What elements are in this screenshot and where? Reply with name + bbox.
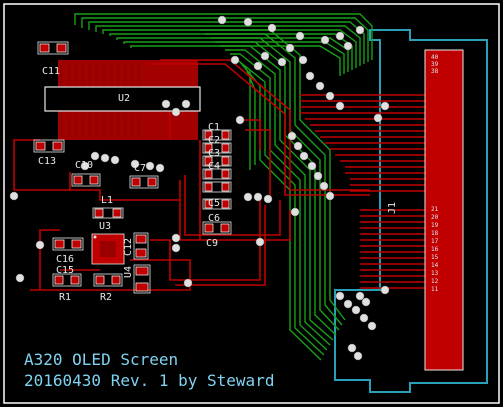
pin-number: 15 [431, 254, 439, 261]
ref-c4: C4 [208, 161, 220, 172]
board-outline [3, 3, 500, 404]
ref-c5: C5 [208, 198, 220, 209]
ref-c6: C6 [208, 213, 220, 224]
u2-ic [44, 60, 201, 140]
ref-c12: C12 [123, 238, 134, 256]
ref-c3: C3 [208, 148, 220, 159]
ref-c16: C16 [56, 254, 74, 265]
vias [9, 15, 390, 361]
pin-number: 21 [431, 206, 439, 213]
pin-number: 14 [431, 262, 439, 269]
ref-c11: C11 [42, 66, 60, 77]
pin-number: 39 [431, 61, 439, 68]
connector-pin-numbers: 40 39 38 21 20 19 18 17 16 15 14 13 12 1… [431, 54, 439, 293]
ref-u2: U2 [118, 93, 130, 104]
u3-ic [91, 233, 125, 265]
ref-j1: J1 [387, 202, 398, 214]
board-title-line-1: A320 OLED Screen [24, 350, 178, 369]
connector-outline [334, 29, 488, 393]
ref-c1: C1 [208, 122, 220, 133]
ref-r2: R2 [100, 292, 112, 303]
board-title-line-2: 20160430 Rev. 1 by Steward [24, 371, 274, 390]
component-pads [33, 41, 232, 294]
pin-number: 11 [431, 286, 439, 293]
ref-c2: C2 [208, 135, 220, 146]
ref-c9: C9 [206, 238, 218, 249]
pin-number: 16 [431, 246, 439, 253]
j1-connector [424, 49, 464, 371]
pin-number: 13 [431, 270, 439, 277]
pin-number: 12 [431, 278, 439, 285]
pin-number: 38 [431, 68, 439, 75]
pin-number: 17 [431, 238, 439, 245]
ref-c7: C7 [134, 163, 146, 174]
ref-u4: U4 [123, 266, 134, 278]
silkscreen-labels: C11 U2 C1 C2 C3 C4 C5 C6 C9 C13 C10 C7 L… [38, 66, 398, 303]
pin-number: 18 [431, 230, 439, 237]
ref-c15: C15 [56, 265, 74, 276]
ref-r1: R1 [59, 292, 71, 303]
top-traces [13, 59, 425, 291]
pin-number: 19 [431, 222, 439, 229]
pin-number: 40 [431, 54, 439, 61]
pin-number: 20 [431, 214, 439, 221]
ref-c10: C10 [75, 160, 93, 171]
ref-l1: L1 [101, 195, 113, 206]
ref-c13: C13 [38, 156, 56, 167]
ref-u3: U3 [99, 221, 111, 232]
